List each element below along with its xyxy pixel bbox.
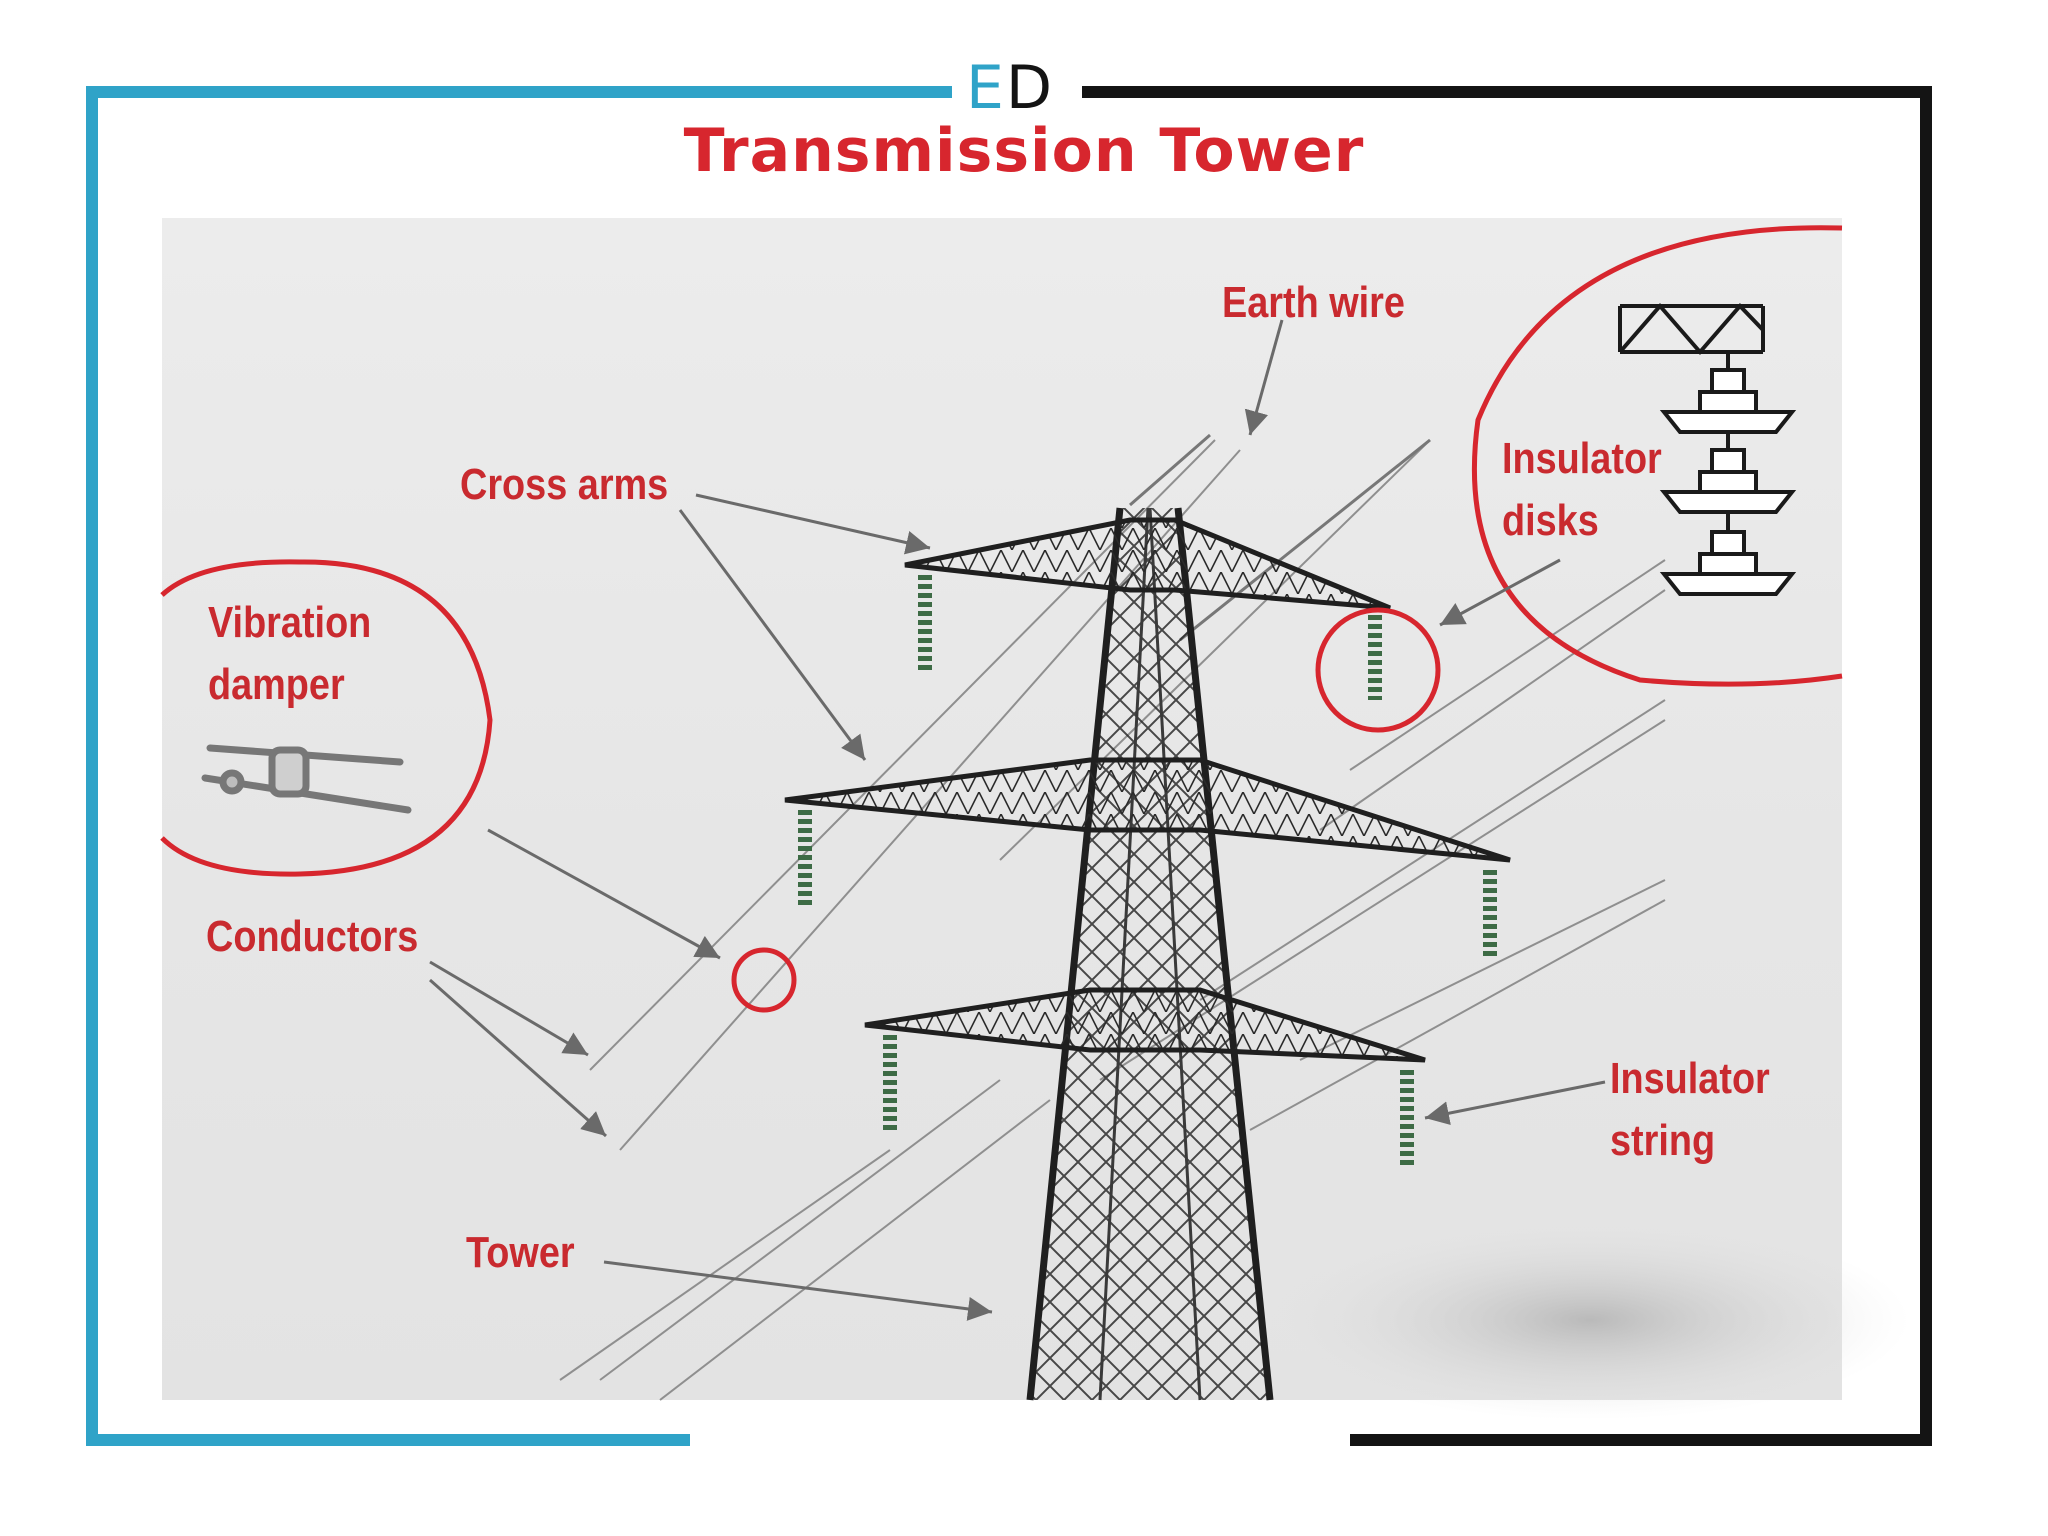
background-blur [1270,1220,1910,1420]
damper-highlight-circle [734,950,794,1010]
tower-body [1030,508,1270,1400]
label-cross-arms: Cross arms [460,454,668,516]
vibration-damper-arrow [488,830,720,958]
cross-arms-arrow-top [696,495,930,548]
conductors-arrow-1 [430,962,588,1055]
label-conductors: Conductors [206,906,418,968]
highlight-circles [162,228,1842,1010]
cross-arms-arrow-mid [680,510,865,760]
label-earth-wire: Earth wire [1222,272,1405,334]
label-tower: Tower [466,1222,575,1284]
label-vibration-damper: Vibration damper [208,592,371,716]
tower-arrow [604,1262,992,1312]
insulator-string-arrow [1425,1082,1605,1118]
vibration-damper-image [205,748,408,810]
label-insulator-disks: Insulator disks [1502,428,1662,552]
insulator-disks-arrow [1440,560,1560,625]
earth-wire-arrow [1250,320,1282,435]
conductors-arrow-2 [430,980,606,1136]
label-insulator-string: Insulator string [1610,1048,1770,1172]
